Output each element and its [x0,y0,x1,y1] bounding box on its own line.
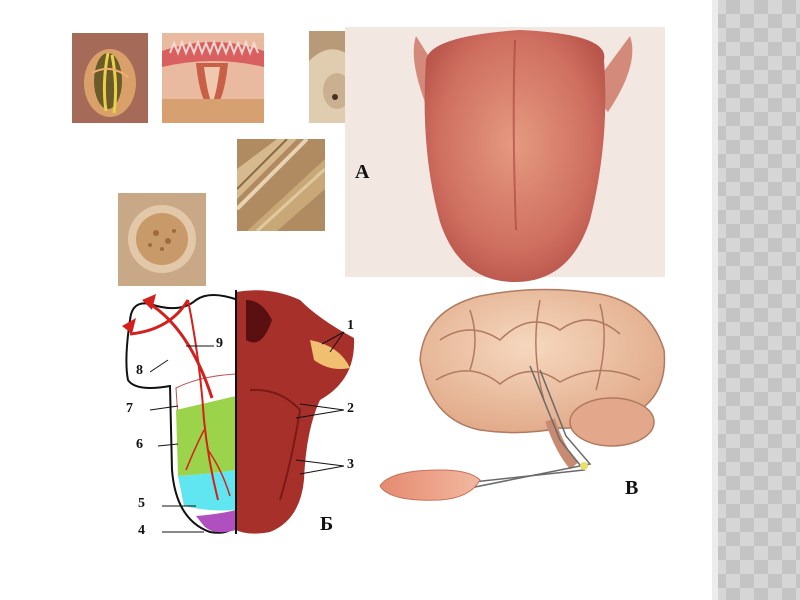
taste-pathway-2 [439,369,592,495]
callout-3: 3 [347,457,354,472]
tongue-photo-median-groove [512,39,517,231]
taste-bud-photo [118,193,206,286]
tongue-zone-cyan [178,470,236,511]
leader-2 [295,403,345,419]
callout-8: 8 [136,363,143,378]
taste-pathway-1 [435,365,586,487]
tongue-photo [345,27,665,282]
leader-1 [321,331,345,353]
callout-leaders [149,331,345,533]
leader-6 [157,443,179,447]
decorative-side-strip [712,0,800,600]
callout-1: 1 [347,318,354,333]
leader-3 [295,459,345,475]
panel-label-v: В [625,477,639,499]
panel-label-a: А [355,161,370,183]
tongue-schematic [122,290,355,534]
nerve-branch-8 [129,299,190,336]
tongue-zone-purple [196,510,236,533]
nerve-branch-9 [149,302,214,399]
papilla-photo-2 [162,33,264,123]
tongue-tonsil [310,340,350,369]
nerve-branch-main [187,299,219,501]
brain-diagram [379,288,666,501]
callout-9: 9 [216,336,223,351]
leader-7 [149,405,179,411]
panel-label-b: Б [320,513,334,535]
nerve-twig-1 [185,429,205,471]
brain-gyri [435,299,641,401]
nerve-arrow-9 [142,294,156,310]
papilla-photo-1 [72,33,148,123]
tongue-epiglottis [246,300,272,343]
callout-2: 2 [347,401,354,416]
small-tongue [379,469,481,501]
callout-6: 6 [136,437,143,452]
callout-4: 4 [138,523,145,538]
brain-stem [545,418,578,470]
leader-8 [149,359,169,373]
callout-7: 7 [126,401,133,416]
papilla-photo-4 [237,139,325,231]
nerve-arrow-8 [122,318,136,334]
brain-cerebellum [569,397,655,447]
tongue-papilla-lines [249,388,302,501]
callout-5: 5 [138,496,145,511]
nerve-twig-2 [207,449,231,497]
taste-nucleus [580,462,588,470]
